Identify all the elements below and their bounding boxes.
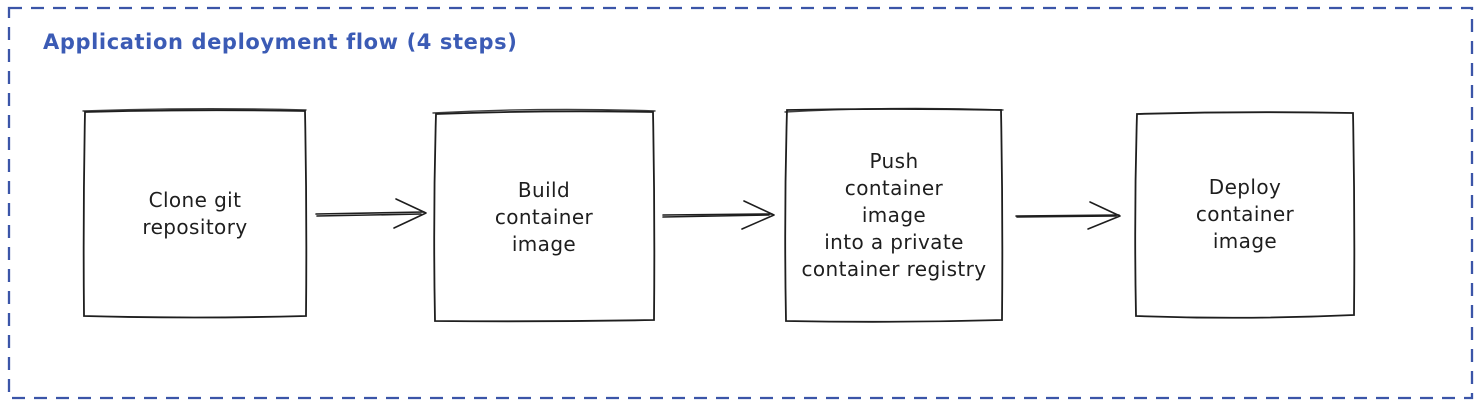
step-box-outline-3 bbox=[784, 107, 1004, 323]
step-box-outline-1 bbox=[82, 108, 308, 319]
step-box-outline-2 bbox=[432, 108, 656, 323]
step-box-push-container-image: Push container image into a private cont… bbox=[801, 148, 987, 281]
flow-arrow-1 bbox=[315, 198, 427, 229]
diagram-title: Application deployment flow (4 steps) bbox=[43, 30, 518, 54]
step-box-deploy-container-image: Deploy container image bbox=[1195, 175, 1295, 253]
flow-arrow-3 bbox=[1015, 201, 1121, 230]
step-box-clone-git-repository: Clone git repository bbox=[142, 187, 248, 239]
step-box-build-container-image: Build container image bbox=[494, 177, 594, 256]
flow-arrow-2 bbox=[662, 200, 775, 230]
step-box-outline-4 bbox=[1134, 111, 1356, 319]
dashed-frame bbox=[7, 6, 1474, 400]
